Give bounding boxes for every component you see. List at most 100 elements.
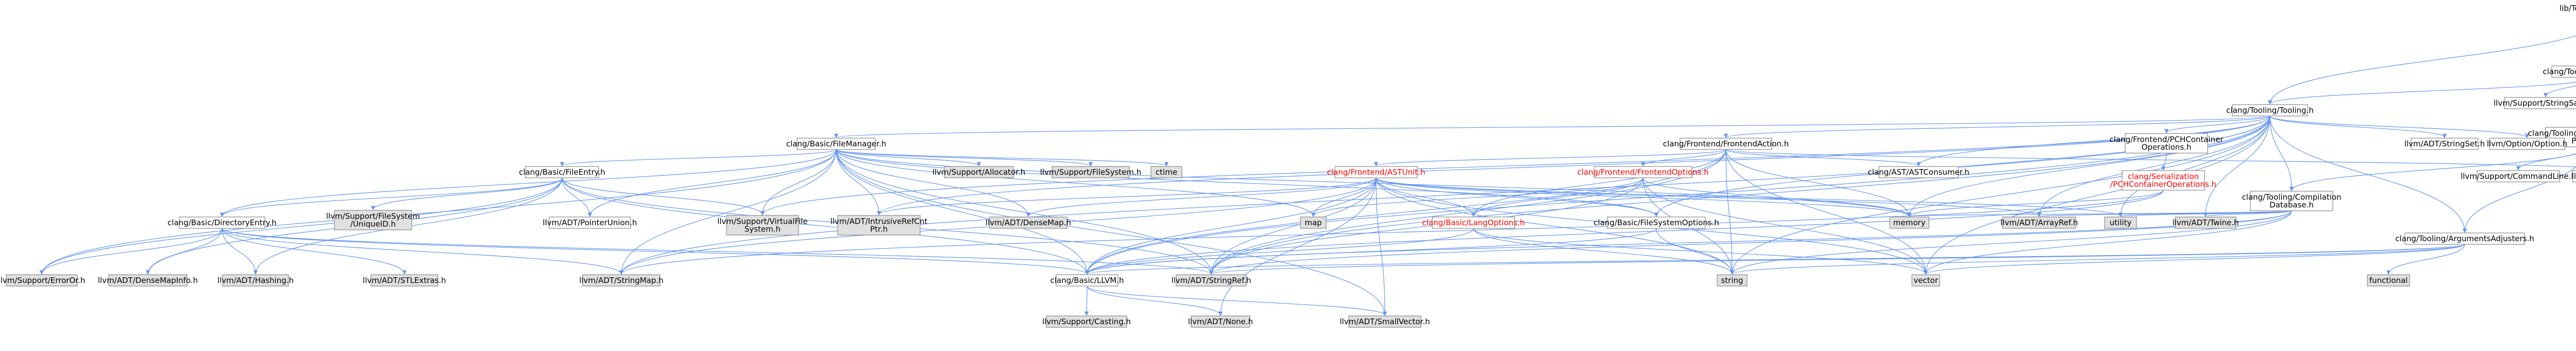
edge-tooling_h-to-stringset — [2269, 115, 2447, 138]
node-twine[interactable]: llvm/ADT/Twine.h — [2172, 216, 2239, 229]
edge-directoryentry-to-hashing — [222, 228, 258, 275]
node-frontendoptions[interactable]: clang/Frontend/FrontendOptions.h — [1577, 166, 1709, 178]
edge-filemanager-to-map — [836, 149, 1316, 217]
node-box — [1056, 274, 1118, 287]
node-box — [1300, 216, 1327, 229]
node-stringref[interactable]: llvm/ADT/StringRef.h — [1171, 274, 1251, 287]
node-vector[interactable]: vector — [1911, 274, 1940, 287]
node-commandline[interactable]: llvm/Support/CommandLine.h — [2461, 170, 2576, 182]
node-label: utility — [2110, 218, 2132, 227]
node-densemap[interactable]: llvm/ADT/DenseMap.h — [986, 216, 1071, 229]
edge-tooling_h-to-argadjusters — [2269, 115, 2467, 233]
edge-filemanager-to-virtualfs — [760, 149, 837, 215]
edge-astunit-to-smallvector — [1376, 177, 1387, 316]
node-densemapinfo[interactable]: llvm/ADT/DenseMapInfo.h — [98, 274, 198, 287]
node-stringsaver[interactable]: llvm/Support/StringSaver.h — [2494, 97, 2576, 109]
node-allocator[interactable]: llvm/Support/Allocator.h — [933, 166, 1026, 178]
node-label: llvm/ADT/StringMap.h — [579, 276, 664, 285]
node-tooling-h[interactable]: clang/Tooling/Tooling.h — [2226, 104, 2314, 116]
node-fsuniqueid[interactable]: llvm/Support/FileSystem/UniqueID.h — [326, 210, 420, 230]
node-casting[interactable]: llvm/Support/Casting.h — [1042, 315, 1131, 328]
edge-fsoptions-to-llvm_h — [1084, 228, 1657, 275]
node-directoryentry[interactable]: clang/Basic/DirectoryEntry.h — [167, 216, 277, 229]
node-label: llvm/ADT/ArrayRef.h — [2001, 218, 2078, 227]
edge-frontendaction-to-memory — [1725, 149, 1912, 217]
edge-serialization_pch-to-stringmap — [619, 190, 2164, 275]
node-llvm-h[interactable]: clang/Basic/LLVM.h — [1050, 274, 1124, 287]
node-stringset[interactable]: llvm/ADT/StringSet.h — [2404, 138, 2485, 150]
node-arrayref[interactable]: llvm/ADT/ArrayRef.h — [2001, 216, 2078, 229]
node-stlextras[interactable]: llvm/ADT/STLExtras.h — [363, 274, 446, 287]
node-root: lib/Tooling/Execution.cpp — [2560, 4, 2576, 13]
node-pointerunion[interactable]: llvm/ADT/PointerUnion.h — [543, 216, 637, 229]
node-box — [1176, 274, 1247, 287]
node-serialization-pch[interactable]: clang/Serialization/PCHContainerOperatio… — [2110, 170, 2216, 191]
edge-argadjusters-to-functional — [2386, 244, 2465, 275]
node-error[interactable]: llvm/Support/Error.h — [2572, 170, 2576, 182]
node-filesystem[interactable]: llvm/Support/FileSystem.h — [1040, 166, 1142, 178]
edge-llvm_h-to-none — [1087, 286, 1223, 316]
node-box — [1680, 138, 1772, 150]
node-box — [989, 216, 1067, 229]
edge-langoptions-to-vector — [1473, 228, 1928, 275]
node-filemanager[interactable]: clang/Basic/FileManager.h — [786, 138, 886, 150]
node-label: ctime — [1156, 168, 1177, 177]
node-functional[interactable]: functional — [2367, 274, 2410, 287]
node-hashing[interactable]: llvm/ADT/Hashing.h — [217, 274, 294, 287]
node-fileentry[interactable]: clang/Basic/FileEntry.h — [519, 166, 605, 178]
node-box — [2504, 97, 2576, 109]
node-box — [1334, 166, 1418, 178]
edge-astunit-to-llvm_h — [1084, 177, 1377, 275]
edge-tooling_h-to-compilationdb — [2269, 115, 2294, 191]
node-commonoptions[interactable]: clang/Tooling/CommonOptionsParser.h — [2528, 127, 2576, 147]
node-errorora[interactable]: llvm/Support/ErrorOr.h — [0, 274, 85, 287]
node-stringmap[interactable]: llvm/ADT/StringMap.h — [579, 274, 664, 287]
node-box — [582, 274, 660, 287]
node-map[interactable]: map — [1300, 216, 1327, 229]
node-langoptions[interactable]: clang/Basic/LangOptions.h — [1422, 216, 1525, 229]
node-argadjusters[interactable]: clang/Tooling/ArgumentsAdjusters.h — [2395, 232, 2534, 245]
node-astunit[interactable]: clang/Frontend/ASTUnit.h — [1327, 166, 1426, 178]
node-box — [549, 216, 631, 229]
edge-filemanager-to-directoryentry — [219, 149, 837, 217]
node-label: llvm/ADT/STLExtras.h — [363, 276, 446, 285]
edge-directoryentry-to-stlextras — [222, 228, 407, 275]
node-label: clang/Tooling/CommonOptions — [2528, 129, 2576, 138]
node-pchcontainer[interactable]: clang/Frontend/PCHContainerOperations.h — [2109, 133, 2224, 154]
node-box — [370, 274, 438, 287]
edge-fileentry-to-fsuniqueid — [370, 177, 563, 210]
node-frontendaction[interactable]: clang/Frontend/FrontendAction.h — [1663, 138, 1789, 150]
edge-filemanager-to-smallvector — [836, 149, 1387, 316]
node-none[interactable]: llvm/ADT/None.h — [1188, 315, 1253, 328]
node-label: clang/Basic/LLVM.h — [1050, 276, 1124, 285]
node-string[interactable]: string — [1717, 274, 1748, 287]
node-label: llvm/Support/Error.h — [2572, 172, 2576, 181]
node-label: clang/Basic/FileManager.h — [786, 139, 886, 148]
node-label: llvm/ADT/DenseMapInfo.h — [98, 276, 198, 285]
edge-frontendoptions-to-map — [1311, 177, 1643, 217]
edge-frontendaction-to-vector — [1725, 149, 1928, 275]
edge-astunit-to-fsoptions — [1376, 177, 1659, 217]
node-fsoptions[interactable]: clang/Basic/FileSystemOptions.h — [1594, 216, 1719, 229]
node-smallvector[interactable]: llvm/ADT/SmallVector.h — [1340, 315, 1430, 328]
node-option[interactable]: llvm/Option/Option.h — [2487, 138, 2567, 150]
edge-directoryentry-to-stringref — [222, 228, 1213, 275]
edge-tooling_h-to-pchcontainer — [2164, 115, 2270, 133]
node-memory[interactable]: memory — [1889, 216, 1929, 229]
node-label: clang/Frontend/FrontendAction.h — [1663, 139, 1789, 148]
edge-filemanager-to-errorora — [39, 149, 837, 275]
node-label: memory — [1893, 218, 1926, 227]
node-label: lib/Tooling/Execution.cpp — [2560, 4, 2576, 13]
edge-filemanager-to-stringmap — [619, 149, 837, 275]
node-utility[interactable]: utility — [2104, 216, 2137, 229]
edge-frontendaction-to-astconsumer — [1725, 149, 1921, 166]
edge-filemanager-to-stringref — [836, 149, 1214, 275]
edge-compilationdb-to-vector — [1923, 210, 2292, 275]
edge-serialization_pch-to-memory — [1907, 190, 2164, 217]
node-astconsumer[interactable]: clang/AST/ASTConsumer.h — [1868, 166, 1970, 178]
node-execution-h[interactable]: clang/Tooling/Execution.h — [2543, 65, 2576, 78]
node-ctime[interactable]: ctime — [1150, 166, 1182, 178]
